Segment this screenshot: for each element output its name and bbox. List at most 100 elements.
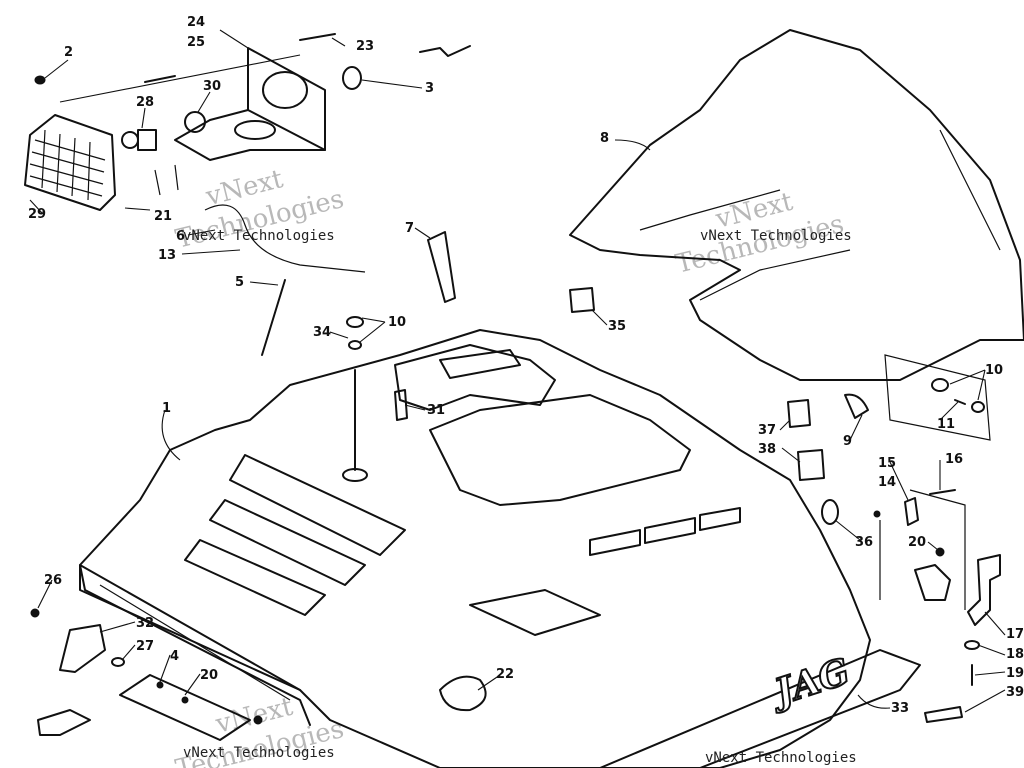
callout-3: 3 (425, 81, 434, 96)
emblem-39 (924, 706, 963, 723)
assembly-axis-line (59, 54, 301, 103)
callout-25: 25 (187, 35, 205, 50)
callout-6: 6 (176, 229, 185, 244)
callout-23: 23 (356, 39, 374, 54)
bulb-socket (137, 129, 157, 151)
callout-34: 34 (313, 325, 331, 340)
callout-4: 4 (170, 649, 179, 664)
callout-20b: 20 (200, 668, 218, 683)
callout-19: 19 (1006, 666, 1024, 681)
washer-27 (111, 657, 125, 667)
callout-30: 30 (203, 79, 221, 94)
watermark-small-2: vNext Technologies (700, 228, 852, 244)
bolt-25 (144, 75, 176, 83)
hood-side-louvers (589, 507, 741, 556)
watermark-small-1: vNext Technologies (183, 228, 335, 244)
callout-8: 8 (600, 131, 609, 146)
hood-assembly: JAG (79, 329, 921, 768)
hood-dash-panel (429, 394, 691, 506)
callout-17: 17 (1006, 627, 1024, 642)
washer-18 (964, 640, 980, 650)
hood-post-base (342, 468, 368, 482)
callout-28: 28 (136, 95, 154, 110)
bulb-retainer (184, 111, 206, 133)
callout-32: 32 (136, 616, 154, 631)
hood-bumper-edge (99, 584, 291, 701)
arrow-leads-21 (154, 164, 179, 196)
hood-console-vent (439, 349, 521, 379)
clip-9 (844, 393, 869, 419)
plug-36 (821, 499, 839, 525)
callout-10: 10 (388, 315, 406, 330)
decal-35 (569, 287, 595, 313)
callout-26: 26 (44, 573, 62, 588)
headlight-housing (24, 114, 116, 211)
callout-27: 27 (136, 639, 154, 654)
callout-29: 29 (28, 207, 46, 222)
callout-31: 31 (427, 403, 445, 418)
screw-26 (30, 608, 40, 618)
callout-16: 16 (945, 452, 963, 467)
bracket-32 (59, 624, 106, 673)
watermark-small-3: vNext Technologies (183, 745, 335, 761)
hood-lower-vent (469, 589, 601, 636)
latch-hook-17 (967, 554, 1001, 626)
callout-9: 9 (843, 434, 852, 449)
rivet-4b (181, 696, 189, 704)
screw-11 (954, 399, 966, 405)
windshield-outline (569, 29, 1024, 381)
bolt-16 (929, 489, 956, 495)
decal-band-33 (599, 649, 921, 768)
hood-console (394, 344, 556, 411)
grommet-3 (342, 66, 362, 90)
grommet-10 (931, 378, 949, 392)
callout-2: 2 (64, 45, 73, 60)
hood-shell (79, 329, 871, 768)
access-panel-22 (439, 675, 487, 712)
bolt-23 (299, 33, 336, 41)
latch-bracket-20 (914, 564, 951, 601)
callout-20: 20 (908, 535, 926, 550)
leader-lines (29, 29, 1006, 713)
brace-4 (119, 674, 251, 741)
bracket-base-32 (37, 709, 91, 736)
hood-vent-3 (184, 539, 326, 616)
decal-38 (797, 449, 825, 481)
callout-labels: 2 24 25 23 3 28 30 8 29 21 6 13 5 7 35 3… (28, 15, 1024, 716)
windshield (569, 29, 1024, 441)
watermark-small-4: vNext Technologies (705, 750, 857, 766)
headlight-lens-grid (29, 129, 106, 201)
strip-7 (427, 231, 456, 303)
callout-15: 15 (878, 456, 896, 471)
bracket-15 (904, 497, 919, 526)
headlight-assembly (24, 33, 471, 356)
callout-14: 14 (878, 475, 896, 490)
switch-3 (419, 45, 471, 57)
hood-vent-1 (229, 454, 406, 556)
rivet-4a (156, 681, 164, 689)
callout-10b: 10 (985, 363, 1003, 378)
callout-37: 37 (758, 423, 776, 438)
callout-39: 39 (1006, 685, 1024, 700)
nut-11 (971, 401, 985, 413)
callout-5: 5 (235, 275, 244, 290)
nut-20b (253, 715, 263, 725)
wiring-harness (204, 204, 366, 273)
callout-21: 21 (154, 209, 172, 224)
nut-10 (348, 340, 362, 350)
bracket-flange (174, 109, 326, 161)
bolt-5 (261, 279, 286, 356)
clip-31 (394, 389, 408, 421)
windshield-contours (639, 129, 1001, 301)
callout-38: 38 (758, 442, 776, 457)
hood-vent-2 (209, 499, 366, 586)
nut-2 (34, 75, 46, 85)
callout-18: 18 (1006, 647, 1024, 662)
rivet-14 (873, 510, 881, 518)
windshield-bracket (884, 354, 991, 441)
callout-1: 1 (162, 401, 171, 416)
washer-34 (346, 316, 364, 328)
callout-13: 13 (158, 248, 176, 263)
